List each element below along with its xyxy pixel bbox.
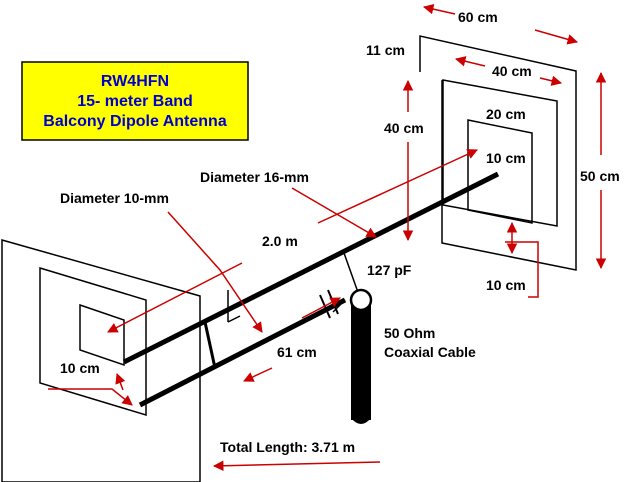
cross-brace — [203, 321, 217, 369]
title-box: RW4HFN 15- meter Band Balcony Dipole Ant… — [21, 61, 249, 141]
top-width-arrow-left — [422, 3, 456, 15]
left-outer-frame — [1, 239, 201, 482]
title-line-3: Balcony Dipole Antenna — [43, 113, 227, 130]
arm-length-arrow-down — [107, 262, 243, 333]
left-gap-arrow-up — [115, 373, 126, 391]
top-width-arrow-right — [534, 29, 579, 45]
feed-length-arrow-up — [301, 297, 341, 319]
mid-width-arrow-right — [539, 75, 563, 86]
diameter-16-label: Diameter 16-mm — [200, 169, 309, 185]
right-height-label: 50 cm — [580, 168, 620, 184]
dimension-arrows — [48, 3, 607, 472]
diameter10-leader — [167, 211, 263, 333]
feed-length-label: 61 cm — [277, 344, 317, 360]
title-line-2: 15- meter Band — [77, 93, 193, 110]
antenna-elements — [122, 171, 500, 408]
coax-body — [351, 302, 371, 420]
coaxial-cable — [349, 288, 373, 424]
mid-width-label: 40 cm — [492, 63, 532, 79]
right-loop — [419, 35, 577, 271]
cable-label-line-2: Coaxial Cable — [384, 344, 476, 360]
capacitor-label: 127 pF — [367, 262, 412, 278]
inner-gap-label: 10 cm — [486, 150, 526, 166]
arm-length-arrow-up — [317, 149, 478, 224]
right-inner-frame — [467, 119, 533, 224]
diameter16-leader — [291, 187, 377, 238]
upper-rod — [122, 171, 500, 365]
top-width-label: 60 cm — [458, 9, 498, 25]
lower-rod — [138, 297, 347, 408]
right-middle-frame — [442, 79, 558, 227]
total-length-label: Total Length: 3.71 m — [220, 439, 355, 455]
title-background — [21, 61, 249, 141]
inner-width-label: 20 cm — [486, 106, 526, 122]
bottom-gap-label: 10 cm — [486, 277, 526, 293]
cable-label-line-1: 50 Ohm — [384, 325, 435, 341]
left-height-label: 40 cm — [384, 120, 424, 136]
diameter-10-label: Diameter 10-mm — [60, 190, 169, 206]
left-gap-leader — [48, 388, 133, 406]
left-middle-frame — [39, 266, 147, 417]
total-length-arrow — [212, 460, 381, 472]
coax-bottom — [351, 418, 371, 424]
feed-length-arrow-down — [243, 367, 273, 382]
arm-length-label: 2.0 m — [262, 233, 298, 249]
top-gap-label: 11 cm — [366, 42, 405, 58]
left-gap-label: 10 cm — [60, 360, 100, 376]
bottom-gap-leader — [505, 241, 539, 298]
title-line-1: RW4HFN — [101, 73, 169, 90]
mid-width-arrow-left — [454, 56, 486, 67]
coax-connector — [349, 288, 373, 312]
bracket-tick — [227, 315, 241, 323]
right-inner-gap-mask — [482, 148, 530, 172]
labels: 60 cm 11 cm 40 cm 40 cm 20 cm 10 cm 50 c… — [60, 9, 620, 455]
right-outer-frame — [419, 35, 577, 271]
left-loop — [1, 239, 201, 482]
left-inner-frame — [79, 303, 125, 367]
